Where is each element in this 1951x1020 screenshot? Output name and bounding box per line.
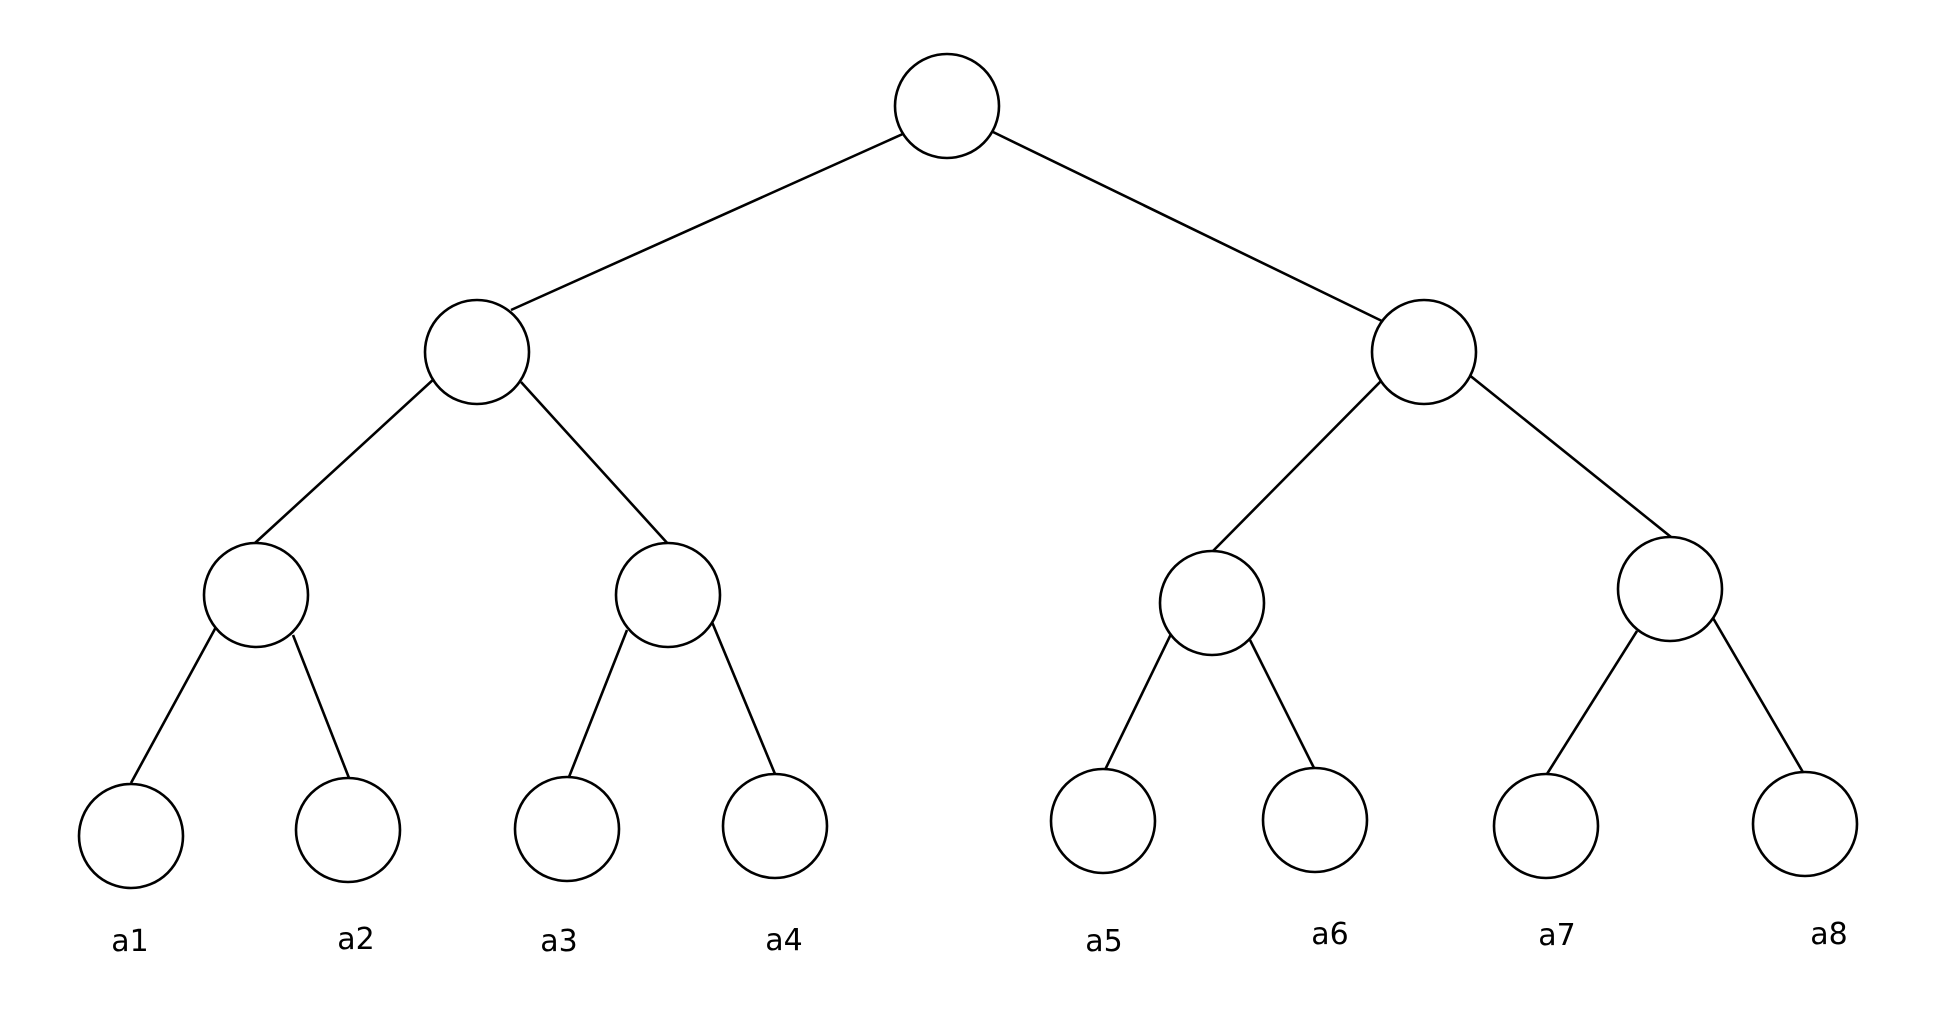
leaf-label-a5: a5: [1085, 924, 1122, 959]
leaf-node-a3: [513, 775, 621, 883]
edge-l2a-a2: [291, 634, 351, 779]
node-level2-1: [202, 541, 310, 649]
leaf-labels: a1 a2 a3 a4 a5 a6 a7 a8: [111, 917, 1847, 959]
edge-l2b-a3: [567, 629, 629, 778]
node-level2-3: [1158, 549, 1266, 657]
edge-l2b-a4: [710, 621, 777, 775]
edge-l2c-a6: [1248, 639, 1318, 773]
edge-l2a-a1: [129, 626, 218, 784]
edge-root-right: [990, 129, 1385, 324]
node-level1-left: [423, 298, 531, 406]
leaf-node-a4: [721, 772, 829, 880]
leaf-label-a2: a2: [337, 922, 374, 957]
tree-edges: [129, 129, 1806, 784]
edge-l2d-a8: [1711, 617, 1806, 775]
leaf-node-a8: [1751, 770, 1859, 878]
leaf-label-a7: a7: [1538, 918, 1575, 953]
edge-l2d-a7: [1545, 630, 1639, 775]
leaf-node-a6: [1261, 766, 1369, 874]
leaf-node-a5: [1049, 767, 1157, 875]
leaf-node-a1: [77, 782, 185, 890]
edge-l1b-l2d: [1467, 372, 1672, 539]
leaf-label-a3: a3: [540, 924, 577, 959]
edge-l1a-l2a: [254, 377, 436, 544]
root-node: [893, 52, 1001, 160]
leaf-label-a4: a4: [765, 923, 802, 958]
node-level2-2: [614, 541, 722, 649]
leaf-node-a7: [1492, 772, 1600, 880]
leaf-node-a2: [294, 776, 402, 884]
node-level2-4: [1616, 535, 1724, 643]
node-level1-right: [1370, 298, 1478, 406]
edge-l2c-a5: [1102, 633, 1173, 773]
leaf-label-a6: a6: [1311, 917, 1348, 952]
edge-l1a-l2b: [520, 381, 670, 546]
leaf-label-a1: a1: [111, 924, 148, 959]
edge-root-left: [510, 131, 906, 312]
edge-l1b-l2c: [1212, 377, 1385, 552]
leaf-label-a8: a8: [1810, 917, 1847, 952]
tree-nodes: [77, 52, 1859, 890]
